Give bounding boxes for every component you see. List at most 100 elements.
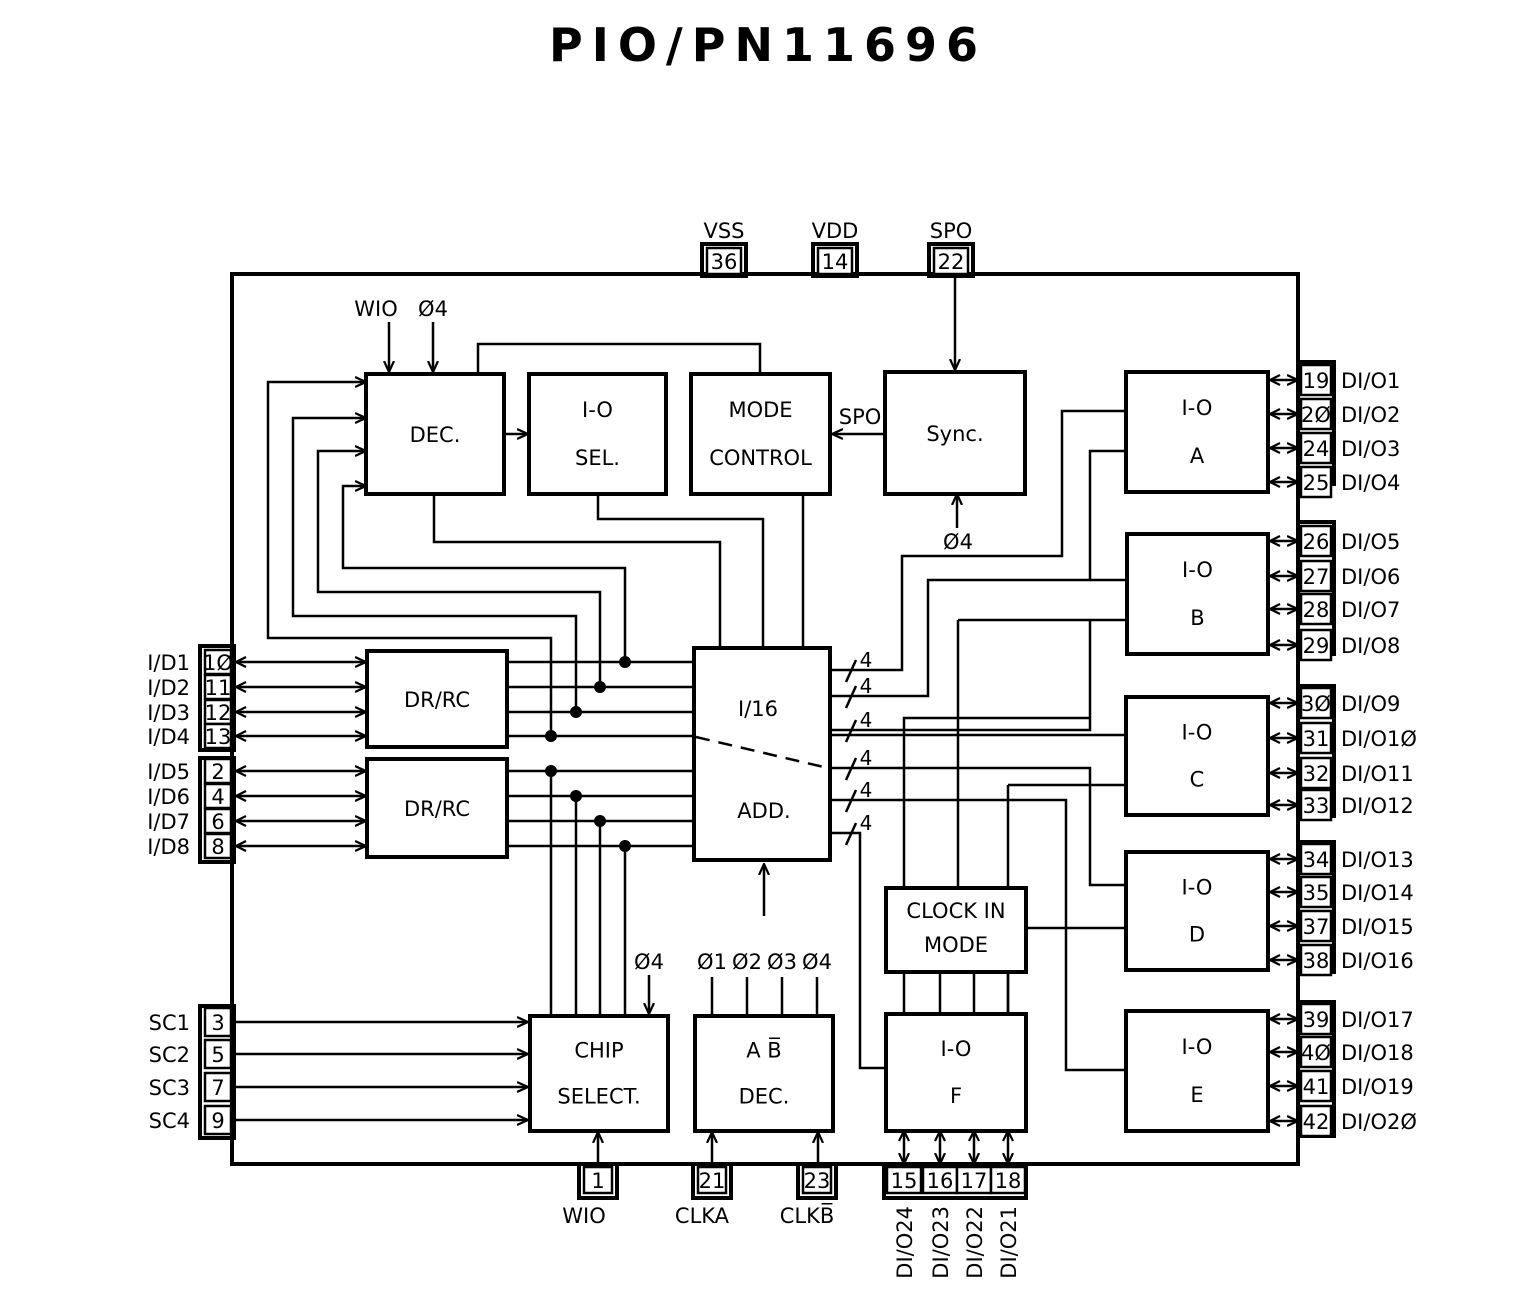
bottom-io-pin-4-number: 18 <box>995 1169 1022 1193</box>
wires <box>236 276 1298 1166</box>
i16-add-frame <box>692 646 832 862</box>
sync-block-label: Sync. <box>926 422 983 446</box>
right-pin-14-number: 35 <box>1303 881 1330 905</box>
junction-dot <box>619 656 631 668</box>
right-pin-10-number: 31 <box>1303 727 1330 751</box>
right-pin-13-box <box>1299 842 1333 876</box>
right-pin-6: 27 <box>1299 559 1333 593</box>
i16-label: I/16 <box>738 697 778 721</box>
sc-pin-4-box <box>203 1104 233 1136</box>
bottom-io-pin-3: 17 <box>955 1165 993 1195</box>
top-pin-vdd-number: 14 <box>822 250 849 274</box>
right-pin-5-box <box>1299 524 1333 558</box>
left-data-pin-name: I/D1 <box>147 651 190 675</box>
right-pin-13: 34 <box>1299 842 1333 876</box>
io-d-block-label-2: D <box>1189 923 1205 947</box>
right-pin-name: DI/O13 <box>1341 848 1414 872</box>
left-data-pin-4-box <box>203 722 233 750</box>
left-data-pin-3-number: 12 <box>205 701 232 725</box>
sc-pin-4: 9 <box>203 1104 233 1136</box>
io-e-block-frame <box>1124 1009 1270 1133</box>
right-pin-1-number: 19 <box>1303 369 1330 393</box>
right-pin-9-box <box>1299 686 1333 720</box>
right-pin-17-number: 39 <box>1303 1008 1330 1032</box>
right-pin-name: DI/O6 <box>1341 565 1400 589</box>
junction-dot <box>545 730 557 742</box>
io-e-block-label-1: I-O <box>1182 1035 1213 1059</box>
mode-control-block-label-2: CONTROL <box>709 446 812 470</box>
cs-phi4-label: Ø4 <box>634 950 664 974</box>
bottom-pin-frame <box>691 1162 733 1200</box>
right-pin-4-number: 25 <box>1303 471 1330 495</box>
sc-pin-name: SC1 <box>149 1011 190 1035</box>
right-pin-7: 28 <box>1299 592 1333 626</box>
bottom-pin-frame <box>796 1162 838 1200</box>
right-pin-17-box <box>1299 1002 1333 1036</box>
blocks: DEC.I-OSEL.MODECONTROLSync.DR/RCDR/RCI/1… <box>364 370 1270 1133</box>
top-pin-frame <box>811 242 859 278</box>
right-pin-18-number: 4Ø <box>1301 1041 1331 1065</box>
bottom-io-pin-name: DI/O22 <box>963 1206 987 1279</box>
left-data-pin-2-box <box>203 673 233 701</box>
left-data-pin-8-number: 8 <box>211 835 224 859</box>
dec-wio-label: WIO <box>354 297 398 321</box>
junction-dot <box>545 765 557 777</box>
left-data-pin-8: 8 <box>203 832 233 860</box>
sync-block-frame <box>883 370 1027 496</box>
ab-dec-block: A B̅DEC. <box>693 1014 835 1133</box>
sync-block: Sync. <box>883 370 1027 496</box>
right-pin-14-box <box>1299 875 1333 909</box>
right-pin-12: 33 <box>1299 788 1333 822</box>
dr-rc-block-1: DR/RC <box>365 649 509 749</box>
bottom-io-pin-name: DI/O23 <box>929 1206 953 1279</box>
io-a-block-label-1: I-O <box>1182 396 1213 420</box>
right-pin-17: 39 <box>1299 1002 1333 1036</box>
junction-dot <box>570 706 582 718</box>
right-pin-9: 3Ø <box>1299 686 1333 720</box>
dr-rc-block-2: DR/RC <box>365 757 509 859</box>
bus-to-io-e <box>830 798 1126 1072</box>
bus-width-label: 4 <box>860 648 873 672</box>
right-pin-8-box <box>1299 628 1333 662</box>
sc-pin-1-number: 3 <box>211 1011 224 1035</box>
sc-pin-group <box>198 1004 236 1140</box>
bottom-pin-1: 1 <box>582 1165 614 1195</box>
right-pin-6-number: 27 <box>1303 565 1330 589</box>
right-pin-20-number: 42 <box>1303 1110 1330 1134</box>
io-f-block-frame <box>884 1012 1028 1133</box>
right-pin-name: DI/O12 <box>1341 794 1414 818</box>
ab-dec-phi4-label: Ø4 <box>802 950 832 974</box>
io-b-block: I-OB <box>1125 532 1270 656</box>
io-a-block: I-OA <box>1124 370 1270 494</box>
bus-width-label: 4 <box>860 811 873 835</box>
top-pin-vss: 36 <box>705 246 743 276</box>
bottom-io-pin-3-number: 17 <box>961 1169 988 1193</box>
io-f-block-label-1: I-O <box>941 1037 972 1061</box>
sync-phi4-label: Ø4 <box>943 530 973 554</box>
sc-pin-name: SC3 <box>149 1076 190 1100</box>
bottom-pin-name: CLKB̅ <box>780 1202 835 1228</box>
bottom-pin-3-number: 23 <box>804 1169 831 1193</box>
right-pin-name: DI/O4 <box>1341 471 1400 495</box>
top-pin-name: VSS <box>703 219 744 243</box>
bottom-pin-name: WIO <box>562 1204 606 1228</box>
right-pin-11-number: 32 <box>1303 762 1330 786</box>
bus-width-label: 4 <box>860 674 873 698</box>
left-data-pin-name: I/D4 <box>147 725 190 749</box>
sc-pin-3-box <box>203 1071 233 1103</box>
io-c-block-label-2: C <box>1190 768 1205 792</box>
right-pin-name: DI/O19 <box>1341 1075 1414 1099</box>
right-pin-13-number: 34 <box>1303 848 1330 872</box>
right-pin-18-box <box>1299 1035 1333 1069</box>
dec-block: DEC. <box>364 372 506 496</box>
junction-dot <box>570 790 582 802</box>
bottom-pin-1-box <box>582 1165 614 1195</box>
bottom-io-pin-name: DI/O24 <box>893 1206 917 1279</box>
right-pin-7-box <box>1299 592 1333 626</box>
left-pin-group-1 <box>198 644 236 752</box>
left-data-pin-5: 2 <box>203 757 233 785</box>
